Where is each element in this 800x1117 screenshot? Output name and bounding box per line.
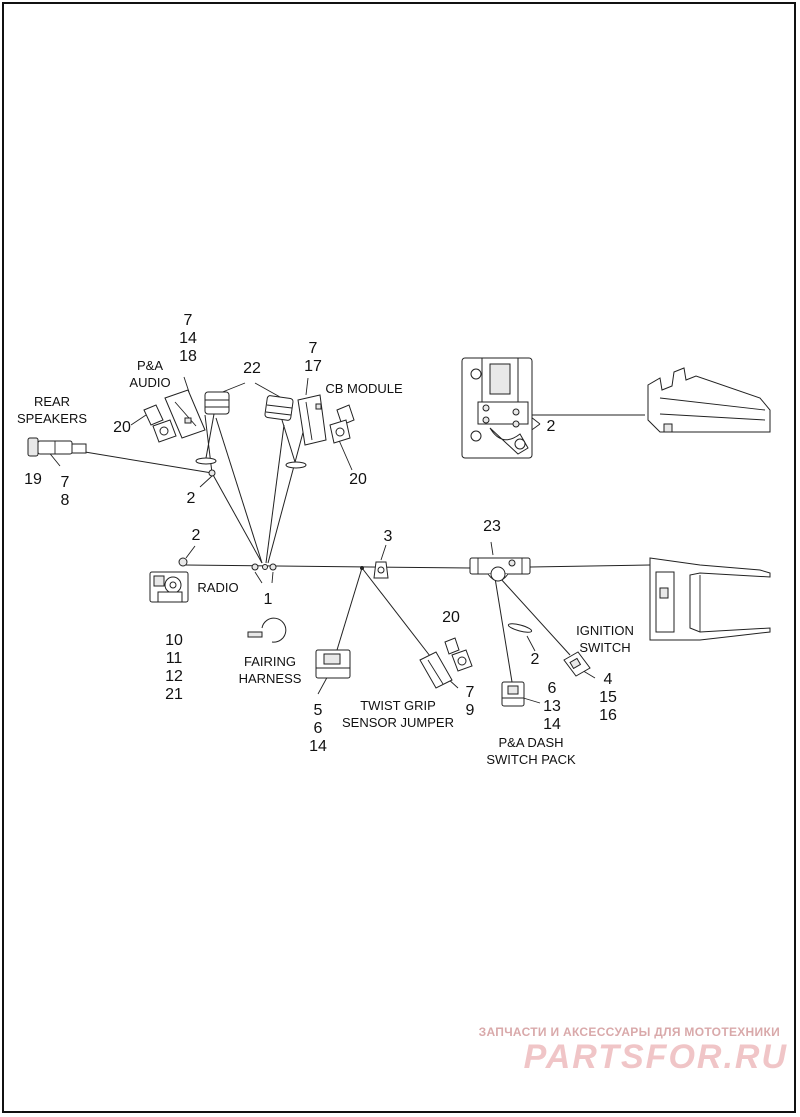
callout: 1 bbox=[264, 591, 273, 608]
pa-dash-connector bbox=[501, 681, 525, 707]
callout: 2 bbox=[547, 418, 556, 435]
label-rear-speakers-1: REAR bbox=[34, 394, 70, 409]
callout: 2 bbox=[187, 490, 196, 507]
label-ignition-1: IGNITION bbox=[576, 623, 634, 638]
callout: 4 bbox=[604, 671, 613, 688]
callout: 14 bbox=[543, 716, 561, 733]
clip-left bbox=[143, 404, 177, 443]
callout: 19 bbox=[24, 471, 42, 488]
callout: 20 bbox=[442, 609, 460, 626]
watermark-logo: PARTSFOR.RU bbox=[524, 1038, 788, 1076]
component-labels: REAR SPEAKERS P&A AUDIO CB MODULE RADIO … bbox=[17, 358, 634, 767]
callout: 14 bbox=[179, 330, 197, 347]
callout: 7 bbox=[184, 312, 193, 329]
fairing-harness-clamp bbox=[247, 617, 287, 643]
label-twist-2: SENSOR JUMPER bbox=[342, 715, 454, 730]
callout: 18 bbox=[179, 348, 197, 365]
connector-22-right bbox=[264, 395, 307, 469]
callout: 2 bbox=[192, 527, 201, 544]
callout: 17 bbox=[304, 358, 322, 375]
watermark-tagline: ЗАПЧАСТИ И АКСЕССУАРЫ ДЛЯ МОТОТЕХНИКИ bbox=[479, 1025, 780, 1039]
fork-bracket bbox=[649, 557, 771, 641]
bracket-23 bbox=[469, 557, 531, 582]
radio-connector bbox=[149, 557, 189, 603]
callout: 9 bbox=[466, 702, 475, 719]
label-rear-speakers-2: SPEAKERS bbox=[17, 411, 87, 426]
label-pa-audio-2: AUDIO bbox=[129, 375, 170, 390]
wire-harness bbox=[84, 414, 651, 683]
callout: 7 bbox=[309, 340, 318, 357]
callout: 2 bbox=[531, 651, 540, 668]
callout: 11 bbox=[166, 650, 183, 667]
callout: 23 bbox=[483, 518, 501, 535]
pa-audio-connector bbox=[164, 389, 206, 439]
callout: 10 bbox=[165, 632, 183, 649]
callout-numbers: 7 14 18 22 7 17 20 20 19 7 8 2 2 10 11 1… bbox=[24, 312, 617, 755]
callout: 7 bbox=[61, 474, 70, 491]
ignition-connector bbox=[563, 651, 591, 677]
label-pa-audio-1: P&A bbox=[137, 358, 163, 373]
watermark: ЗАПЧАСТИ И АКСЕССУАРЫ ДЛЯ МОТОТЕХНИКИ PA… bbox=[479, 1025, 788, 1076]
callout: 20 bbox=[349, 471, 367, 488]
label-twist-1: TWIST GRIP bbox=[360, 698, 436, 713]
cb-module-connector bbox=[297, 394, 327, 446]
callout: 13 bbox=[543, 698, 561, 715]
label-pa-dash-2: SWITCH PACK bbox=[486, 752, 576, 767]
twist-grip-connector bbox=[419, 651, 453, 689]
callout: 7 bbox=[466, 684, 475, 701]
label-fairing-1: FAIRING bbox=[244, 654, 296, 669]
callout: 14 bbox=[309, 738, 327, 755]
label-fairing-2: HARNESS bbox=[239, 671, 302, 686]
label-radio: RADIO bbox=[197, 580, 238, 595]
callout: 6 bbox=[548, 680, 557, 697]
mount-bracket-assembly bbox=[461, 357, 533, 459]
callout: 21 bbox=[165, 686, 183, 703]
label-pa-dash-1: P&A DASH bbox=[498, 735, 563, 750]
rear-speaker-connector bbox=[27, 437, 87, 457]
callout: 6 bbox=[314, 720, 323, 737]
callout: 12 bbox=[165, 668, 183, 685]
label-cb-module: CB MODULE bbox=[325, 381, 403, 396]
fairing-bracket-top bbox=[647, 367, 771, 433]
callout: 8 bbox=[61, 492, 70, 509]
callout: 20 bbox=[113, 419, 131, 436]
clip-twist bbox=[444, 637, 473, 672]
callout: 5 bbox=[314, 702, 323, 719]
callout: 3 bbox=[384, 528, 393, 545]
clip-right bbox=[329, 404, 355, 444]
fairing-connector bbox=[315, 649, 351, 679]
label-ignition-2: SWITCH bbox=[579, 640, 630, 655]
callout: 22 bbox=[243, 360, 261, 377]
callout: 16 bbox=[599, 707, 617, 724]
tie-right bbox=[507, 623, 533, 633]
junction-ties bbox=[208, 469, 364, 571]
clip-3 bbox=[373, 561, 389, 579]
connector-22-left bbox=[195, 391, 230, 465]
callout: 15 bbox=[599, 689, 617, 706]
